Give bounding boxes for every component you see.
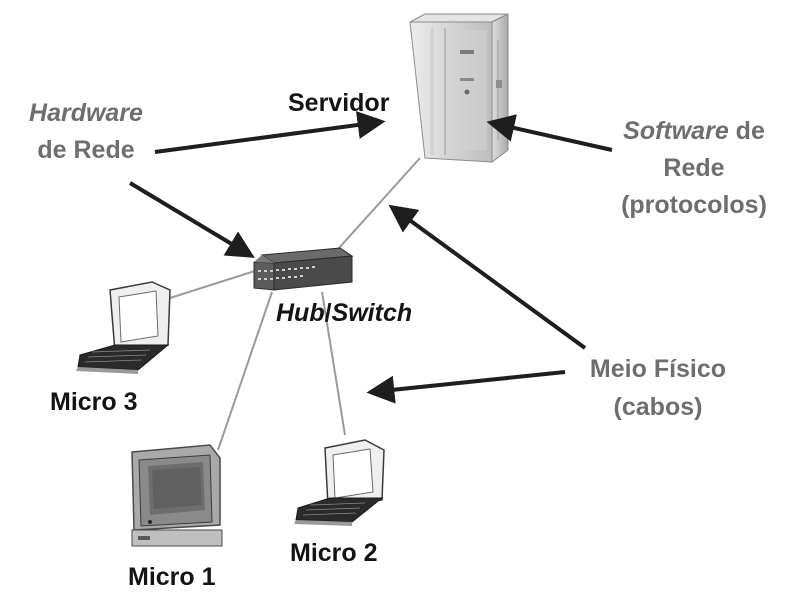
software-de: de — [728, 117, 765, 145]
micro3-label: Micro 3 — [50, 388, 138, 416]
software-label-line1: Software de — [598, 116, 790, 146]
arrow-hardware-to-hub — [128, 181, 255, 258]
micro2-laptop-icon — [294, 439, 385, 526]
arrow-software-to-server — [486, 114, 613, 152]
switch-word: Switch — [331, 299, 413, 327]
cable-hub-micro3 — [169, 269, 259, 299]
hardware-label-line2: de Rede — [37, 136, 135, 164]
micro1-label: Micro 1 — [128, 563, 216, 591]
server-tower-icon — [409, 13, 509, 163]
annotation-arrows — [128, 111, 613, 404]
network-cables — [169, 157, 421, 451]
software-label-line2: Rede — [663, 154, 725, 182]
hub-switch-label: Hub/Switch — [276, 298, 412, 328]
arrow-hardware-to-server — [154, 111, 386, 154]
hub-word: Hub — [276, 299, 325, 327]
software-label-line3: (protocolos) — [621, 191, 767, 219]
arrow-meio-to-server-cable — [388, 204, 587, 350]
hardware-label-line1: Hardware — [29, 99, 143, 127]
software-word: Software — [623, 117, 729, 145]
micro2-label: Micro 2 — [290, 539, 378, 567]
cable-server-hub — [329, 157, 421, 259]
cable-hub-micro2 — [321, 291, 346, 436]
cable-hub-micro1 — [217, 291, 273, 451]
network-hub-icon — [253, 247, 354, 291]
servidor-label: Servidor — [288, 89, 390, 117]
arrow-meio-to-hub-cable — [366, 370, 566, 404]
meio-fisico-label-line2: (cabos) — [613, 393, 703, 421]
hub-separator: / — [324, 299, 332, 327]
micro1-desktop-icon — [131, 444, 223, 547]
micro3-laptop-icon — [76, 281, 171, 374]
meio-fisico-label-line1: Meio Físico — [589, 355, 727, 383]
